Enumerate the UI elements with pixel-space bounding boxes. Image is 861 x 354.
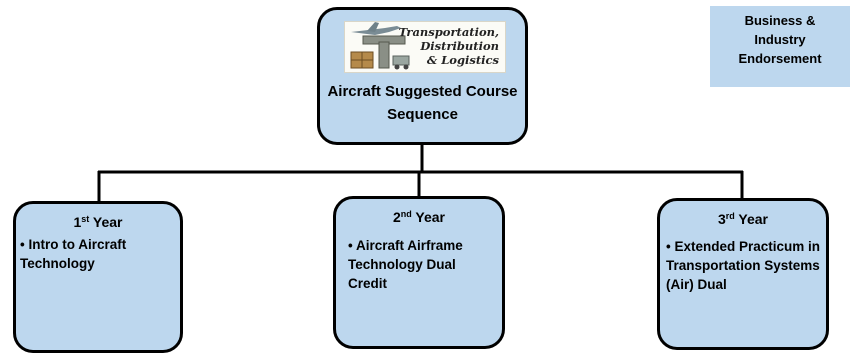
year-1-label: Year (92, 214, 123, 230)
year-1-course: Intro to Aircraft Technology (20, 237, 127, 271)
year-2-course-item: • Aircraft Airframe Technology Dual Cred… (336, 236, 502, 293)
year-2-course: Aircraft Airframe Technology Dual Credit (348, 238, 463, 291)
year-2-title: 2nd Year (336, 208, 502, 226)
tdl-logo-graphic-icon (350, 22, 410, 70)
logo-line-3: & Logistics (426, 53, 499, 67)
year-3-label: Year (738, 211, 769, 227)
year-1-number: 1 (73, 214, 82, 230)
year-1-title: 1st Year (16, 213, 180, 231)
year-1-course-item: • Intro to Aircraft Technology (16, 235, 180, 273)
endorsement-line-2: Industry (754, 32, 806, 47)
year-3-bullet: • (666, 239, 671, 254)
year-3-title: 3rd Year (660, 210, 826, 228)
year-3-suffix: rd (725, 211, 735, 221)
endorsement-box: Business & Industry Endorsement (710, 6, 850, 87)
year-2-suffix: nd (400, 209, 412, 219)
year-2-label: Year (415, 209, 446, 225)
year-3-number: 3 (717, 211, 726, 227)
year-2-bullet: • (348, 238, 353, 253)
year-1-bullet: • (20, 237, 25, 252)
tdl-logo: Transportation, Distribution & Logistics (344, 21, 506, 73)
year-2-number: 2 (392, 209, 401, 225)
logo-line-2: Distribution (420, 39, 499, 53)
root-title-line-2: Sequence (387, 106, 458, 123)
year-2-node: 2nd Year • Aircraft Airframe Technology … (333, 196, 505, 349)
year-3-course-item: • Extended Practicum in Transportation S… (660, 237, 826, 294)
root-title: Aircraft Suggested Course Sequence (320, 80, 525, 126)
year-3-course: Extended Practicum in Transportation Sys… (666, 239, 821, 292)
endorsement-line-1: Business & (744, 13, 816, 28)
year-3-node: 3rd Year • Extended Practicum in Transpo… (657, 198, 829, 350)
root-title-line-1: Aircraft Suggested Course (327, 83, 518, 100)
root-node: Transportation, Distribution & Logistics… (317, 7, 528, 145)
logo-text: Transportation, Distribution & Logistics (399, 25, 499, 67)
endorsement-line-3: Endorsement (738, 51, 822, 66)
year-1-suffix: st (81, 214, 90, 224)
year-1-node: 1st Year • Intro to Aircraft Technology (13, 201, 183, 353)
logo-line-1: Transportation, (398, 25, 499, 39)
